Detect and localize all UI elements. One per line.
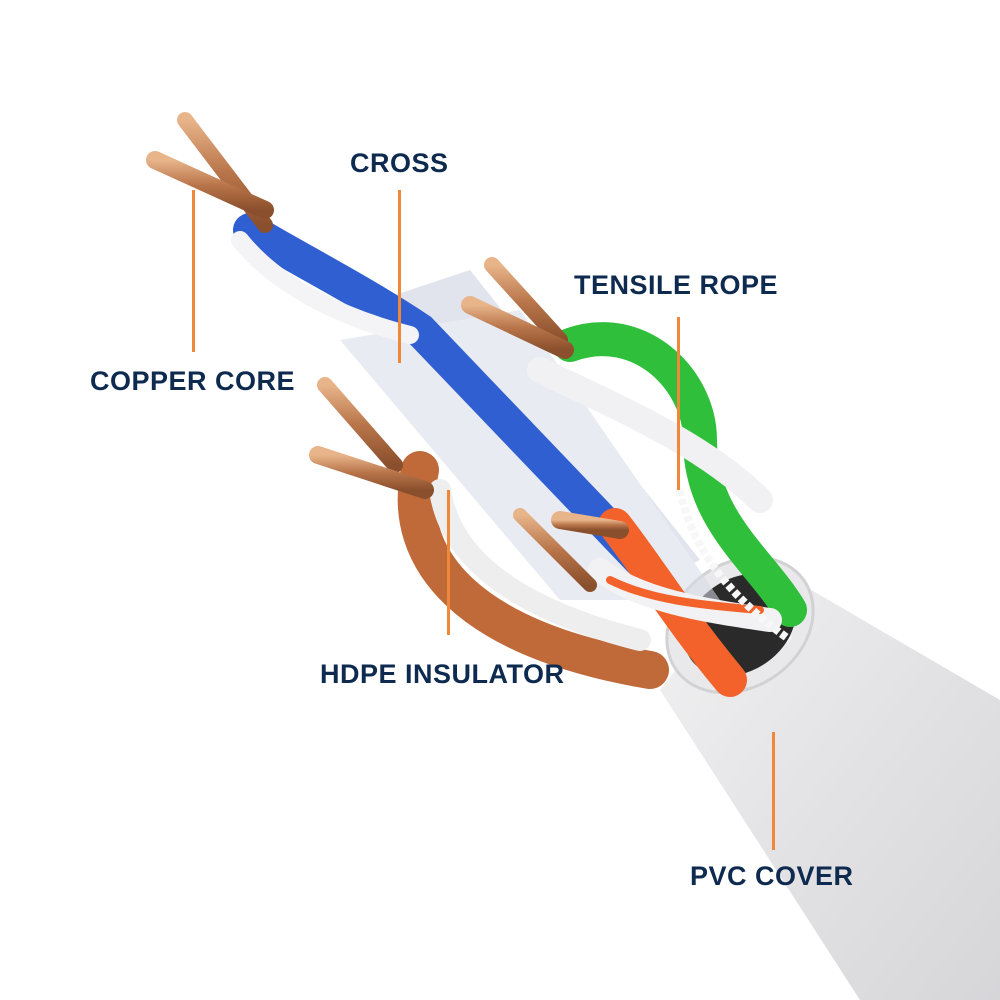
pvc-cover-leader (772, 732, 775, 850)
brown-pair (397, 451, 669, 689)
blue-pair (231, 213, 657, 577)
label-hdpe-insulator: HDPE INSULATOR (320, 659, 565, 689)
green-pair (527, 322, 807, 627)
tensile-rope (676, 489, 793, 644)
label-pvc-cover: PVC COVER (690, 861, 854, 891)
cross-leader (398, 190, 401, 363)
label-tensile-rope: TENSILE ROPE (574, 270, 779, 300)
copper-cores (146, 112, 629, 592)
hdpe-insulator-leader (447, 490, 450, 635)
label-copper-core: COPPER CORE (90, 366, 296, 396)
orange-pair (588, 508, 782, 697)
copper-core-leader (192, 190, 195, 352)
label-cross: CROSS (350, 148, 449, 178)
tensile-rope-leader (677, 317, 680, 490)
